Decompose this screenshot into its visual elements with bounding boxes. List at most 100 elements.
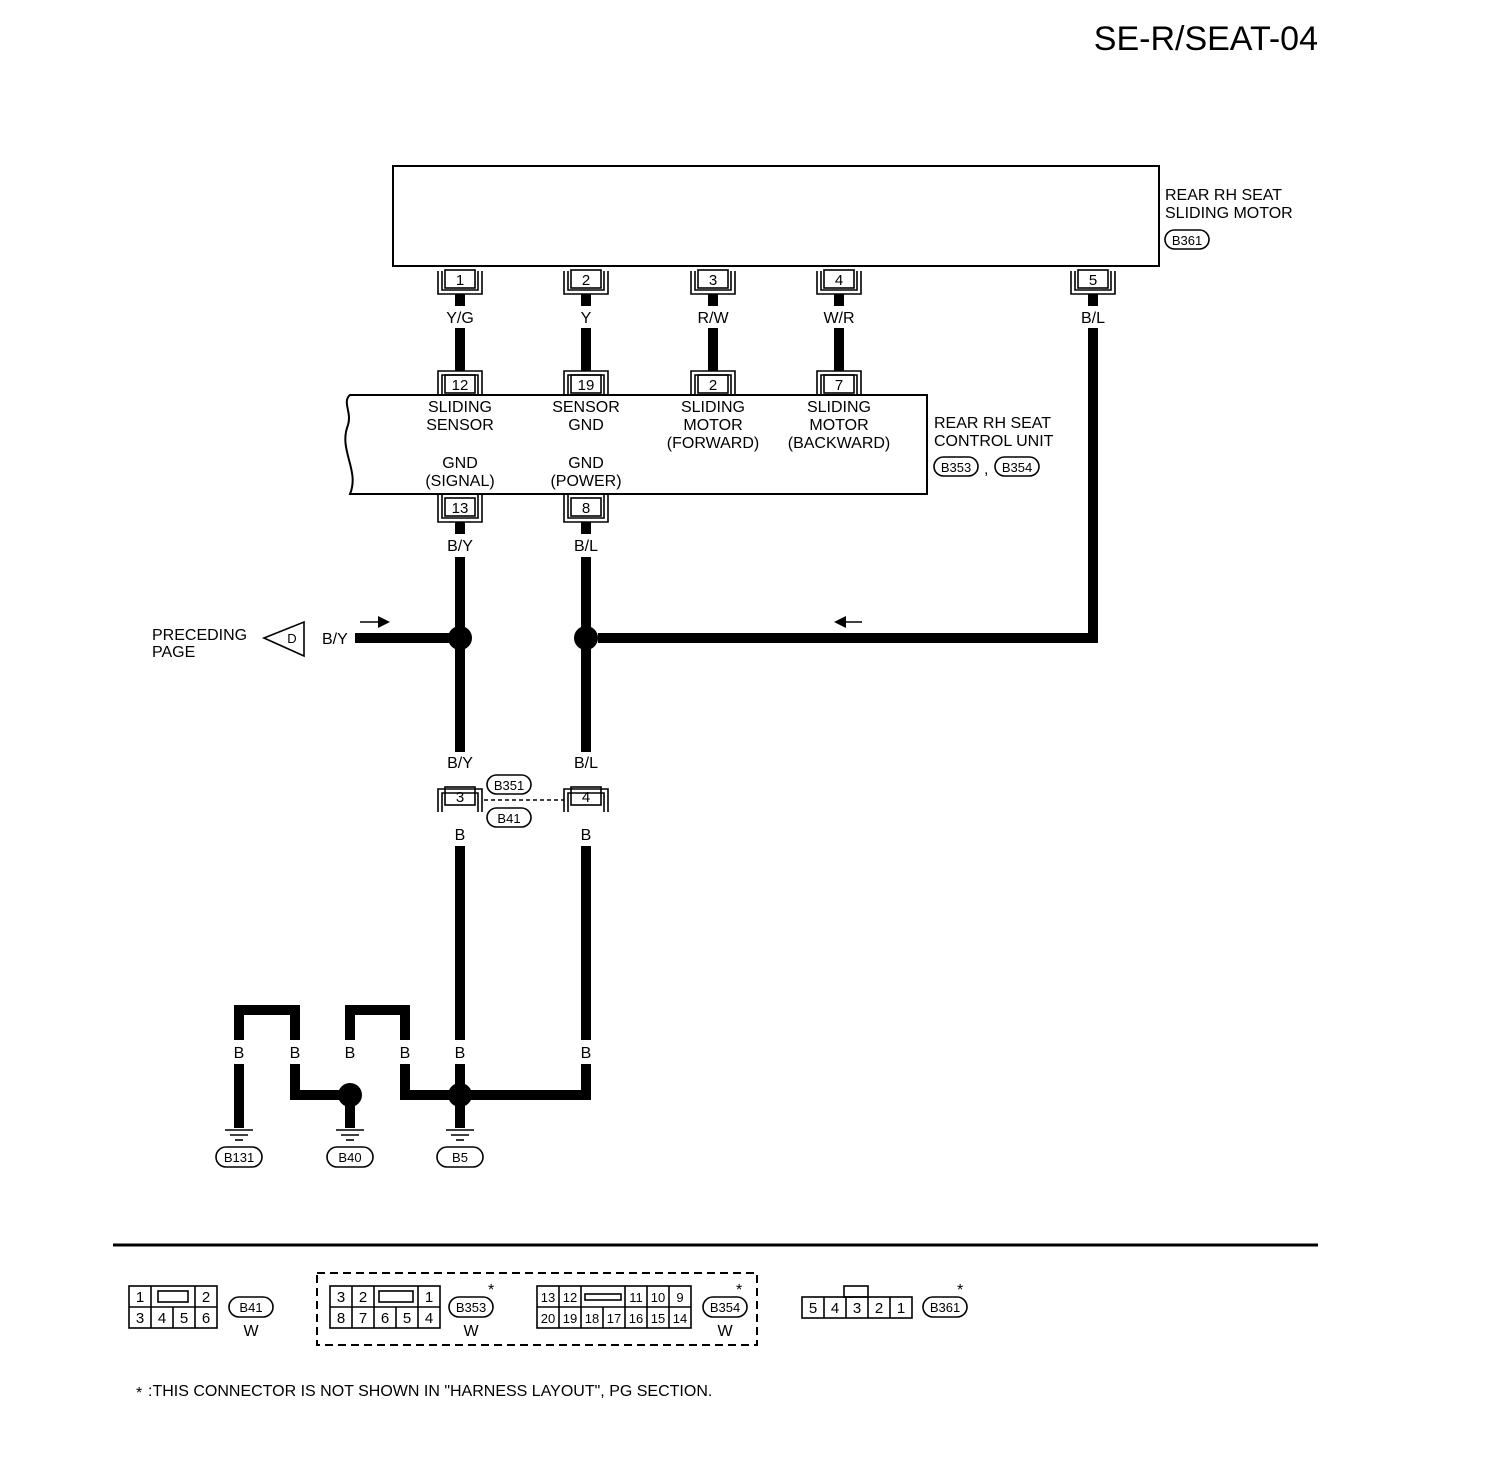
svg-text:B41: B41 — [239, 1300, 262, 1315]
svg-text:3: 3 — [136, 1310, 144, 1327]
connector-tag-b353: B353 — [448, 1296, 494, 1318]
gnd-wire-label-1: B — [234, 1045, 245, 1062]
motor-pin-2: 2 — [563, 269, 609, 295]
asterisk-b353: * — [488, 1282, 494, 1299]
svg-text:7: 7 — [835, 377, 843, 394]
ground-tag-b131: B131 — [215, 1146, 263, 1168]
asterisk-b361: * — [957, 1282, 963, 1299]
splice-ground-b5 — [448, 1083, 472, 1107]
svg-text:SLIDING: SLIDING — [428, 399, 492, 416]
gnd-wire-label-3: B — [345, 1045, 356, 1062]
svg-text:13: 13 — [452, 500, 469, 517]
wire-ground-b40-a — [290, 1064, 350, 1100]
svg-text:5: 5 — [809, 1300, 817, 1317]
sliding-motor-box — [392, 165, 1160, 267]
unit-pin-19: 19 — [563, 370, 609, 395]
motor-name-line1: REAR RH SEAT — [1165, 187, 1282, 204]
svg-text:9: 9 — [676, 1290, 683, 1305]
svg-text:10: 10 — [651, 1290, 665, 1305]
unit-pin-13: 13 — [437, 494, 483, 523]
svg-text:16: 16 — [629, 1311, 643, 1326]
svg-text:1: 1 — [456, 272, 464, 289]
wire-ground-b5-a — [400, 1064, 460, 1100]
svg-text:MOTOR: MOTOR — [809, 417, 868, 434]
connector-group-frame — [316, 1272, 758, 1346]
svg-text:SENSOR: SENSOR — [426, 417, 494, 434]
svg-text:(SIGNAL): (SIGNAL) — [425, 473, 494, 490]
unit-name-line2: CONTROL UNIT — [934, 433, 1054, 450]
wire-color-b-l-motor: B/L — [1081, 310, 1105, 327]
motor-connector-tag: B361 — [1164, 229, 1210, 250]
motor-pin-5: 5 — [1070, 269, 1116, 295]
preceding-page-arrow-icon[interactable]: D — [261, 620, 305, 658]
svg-text:(BACKWARD): (BACKWARD) — [788, 435, 891, 452]
func-motor-backward: SLIDING MOTOR (BACKWARD) — [788, 399, 891, 452]
svg-text:B353: B353 — [941, 460, 971, 475]
wire-b-l-return — [598, 328, 1098, 643]
motor-pin-1: 1 — [437, 269, 483, 295]
asterisk-b354: * — [736, 1282, 742, 1299]
svg-text:(POWER): (POWER) — [550, 473, 621, 490]
svg-text:4: 4 — [831, 1300, 839, 1317]
junction-tag-b41: B41 — [486, 807, 532, 828]
wire-color-b-right-junction-lower: B — [581, 827, 592, 844]
svg-text:4: 4 — [582, 789, 590, 806]
svg-text:7: 7 — [359, 1310, 367, 1327]
svg-text:19: 19 — [578, 377, 595, 394]
motor-pin-4: 4 — [816, 269, 862, 295]
wire-color-y-g: Y/G — [446, 310, 474, 327]
junction-pin-3: 3 — [437, 786, 483, 812]
unit-pin-7: 7 — [816, 370, 862, 395]
wire-color-b-l-unit: B/L — [574, 538, 598, 555]
connector-color-b353: W — [463, 1323, 479, 1340]
gnd-wire-label-5: B — [455, 1045, 466, 1062]
wire-color-b-y-unit: B/Y — [447, 538, 473, 555]
svg-text:4: 4 — [158, 1310, 166, 1327]
wire-ground-loop-2 — [345, 1005, 410, 1040]
connector-view-b41: 1 2 3 4 5 6 — [128, 1285, 218, 1329]
svg-text:12: 12 — [452, 377, 469, 394]
ground-tag-b40: B40 — [326, 1146, 374, 1168]
svg-text:5: 5 — [1089, 272, 1097, 289]
svg-text:8: 8 — [337, 1310, 345, 1327]
svg-text:3: 3 — [456, 789, 464, 806]
svg-text:B131: B131 — [224, 1150, 254, 1165]
svg-text:13: 13 — [541, 1290, 555, 1305]
svg-text:14: 14 — [673, 1311, 687, 1326]
func-sensor-gnd: SENSOR GND — [552, 399, 620, 434]
wire-color-w-r: W/R — [823, 310, 854, 327]
svg-text:B354: B354 — [710, 1300, 740, 1315]
connector-view-b353: 3 2 1 8 7 6 5 4 — [329, 1285, 441, 1329]
unit-connector-separator: , — [984, 461, 988, 478]
svg-text:1: 1 — [897, 1300, 905, 1317]
unit-pin-12: 12 — [437, 370, 483, 395]
connector-color-b41: W — [243, 1323, 259, 1340]
svg-text:B40: B40 — [338, 1150, 361, 1165]
svg-text:2: 2 — [875, 1300, 883, 1317]
func-motor-forward: SLIDING MOTOR (FORWARD) — [667, 399, 759, 452]
wire-color-preceding: B/Y — [322, 631, 348, 648]
svg-text:B5: B5 — [452, 1150, 468, 1165]
svg-text:8: 8 — [582, 500, 590, 517]
svg-text:B361: B361 — [1172, 233, 1202, 248]
svg-text:19: 19 — [563, 1311, 577, 1326]
preceding-line2: PAGE — [152, 644, 195, 661]
svg-text:SENSOR: SENSOR — [552, 399, 620, 416]
func-gnd-power: GND (POWER) — [550, 455, 621, 490]
ground-b131-icon — [225, 1129, 253, 1141]
svg-text:6: 6 — [381, 1310, 389, 1327]
svg-text:2: 2 — [202, 1289, 210, 1306]
func-sliding-sensor: SLIDING SENSOR — [426, 399, 494, 434]
ground-b40-icon — [336, 1129, 364, 1141]
svg-text:SLIDING: SLIDING — [807, 399, 871, 416]
gnd-wire-label-4: B — [400, 1045, 411, 1062]
connector-view-b361: 5 4 3 2 1 — [801, 1285, 913, 1319]
svg-text:11: 11 — [629, 1290, 643, 1305]
preceding-line1: PRECEDING — [152, 627, 247, 644]
wire-color-r-w: R/W — [697, 310, 729, 327]
footnote-text: :THIS CONNECTOR IS NOT SHOWN IN "HARNESS… — [148, 1383, 712, 1400]
splice-b-y — [448, 626, 472, 650]
svg-text:5: 5 — [403, 1310, 411, 1327]
footnote-mark: * — [136, 1385, 142, 1402]
wire-color-y: Y — [581, 310, 592, 327]
